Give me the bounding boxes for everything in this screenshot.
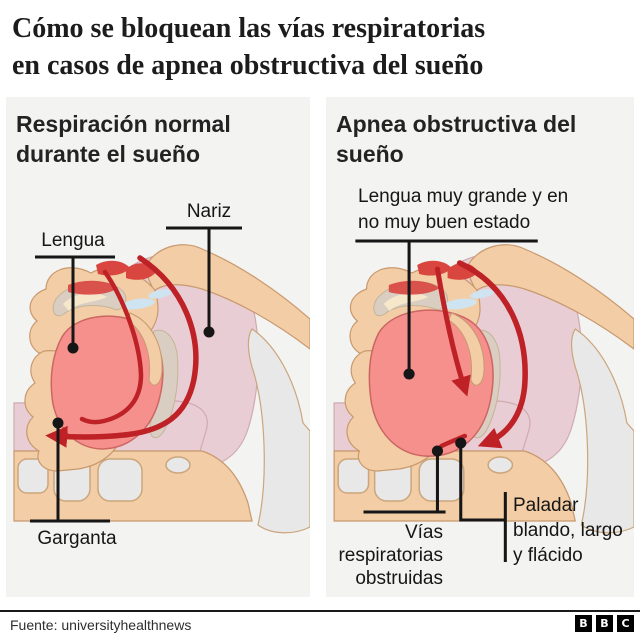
leader-garganta bbox=[30, 424, 110, 523]
bbc-logo-block-1: B bbox=[575, 615, 592, 632]
label-vias-obstruidas: Vías respiratorias obstruidas bbox=[326, 521, 443, 590]
marker-dots bbox=[403, 368, 467, 457]
blocked-outer-arrow bbox=[456, 260, 528, 449]
bbc-logo-block-3: C bbox=[617, 615, 634, 632]
panel-normal-heading: Respiración normal durante el sueño bbox=[16, 109, 231, 169]
label-lengua-grande-line1: Lengua muy grande y en bbox=[358, 186, 569, 207]
leader-vias bbox=[363, 452, 446, 514]
label-garganta: Garganta bbox=[37, 528, 117, 549]
label-vias-line3: obstruidas bbox=[355, 568, 443, 589]
airflow-main-arrow bbox=[45, 255, 199, 448]
bbc-logo: B B C bbox=[575, 615, 634, 632]
label-nariz: Nariz bbox=[186, 201, 232, 222]
lengua-grande-dot bbox=[403, 368, 415, 380]
leader-lines bbox=[30, 226, 242, 523]
label-paladar-line3: y flácido bbox=[513, 545, 583, 566]
leader-lengua-grande bbox=[355, 239, 538, 373]
apnea-head-illustration bbox=[333, 239, 634, 562]
label-paladar-line1: Paladar bbox=[513, 495, 579, 516]
garganta-dot bbox=[52, 417, 64, 429]
panel-normal-heading-line1: Respiración normal bbox=[16, 111, 231, 137]
blocked-inner-arrow bbox=[434, 266, 471, 397]
panel-apnea-heading-line2: sueño bbox=[336, 141, 404, 167]
page-title-line2: en casos de apnea obstructiva del sueño bbox=[12, 50, 484, 81]
soft-palate-flap bbox=[126, 312, 163, 386]
airflow-arrows bbox=[45, 255, 199, 448]
footer-divider bbox=[0, 610, 640, 612]
panel-normal-heading-line2: durante el sueño bbox=[16, 141, 201, 167]
nasal-bridge bbox=[465, 244, 634, 350]
paladar-dot bbox=[455, 437, 467, 449]
source-credit: Fuente: universityhealthnews bbox=[10, 617, 192, 633]
vias-dot bbox=[431, 445, 444, 457]
leader-lengua bbox=[35, 255, 115, 347]
leader-paladar bbox=[459, 444, 507, 562]
panel-apnea-heading: Apnea obstructiva del sueño bbox=[336, 109, 576, 169]
soft-palate-flap bbox=[447, 312, 485, 386]
nasal-bridge bbox=[143, 244, 310, 350]
label-lengua: Lengua bbox=[41, 230, 105, 251]
label-paladar: Paladar blando, largo y flácido bbox=[513, 493, 635, 568]
label-paladar-line2: blando, largo bbox=[513, 520, 623, 541]
panel-apnea-heading-line1: Apnea obstructiva del bbox=[336, 111, 577, 137]
bbc-logo-block-2: B bbox=[596, 615, 613, 632]
marker-dots bbox=[52, 326, 215, 429]
label-vias-line1: Vías bbox=[404, 522, 443, 543]
label-lengua-grande-line2: no muy buen estado bbox=[358, 212, 531, 233]
page-title: Cómo se bloquean las vías respiratorias … bbox=[12, 10, 632, 84]
label-lengua-grande: Lengua muy grande y en no muy buen estad… bbox=[358, 184, 598, 236]
label-vias-line2: respiratorias bbox=[338, 545, 443, 566]
panel-normal-breathing: Respiración normal durante el sueño Nari… bbox=[6, 97, 310, 597]
leader-nariz bbox=[166, 226, 242, 331]
airflow-inner-curve bbox=[79, 269, 144, 425]
lengua-dot bbox=[67, 342, 79, 354]
page-title-line1: Cómo se bloquean las vías respiratorias bbox=[12, 13, 486, 44]
normal-head-illustration bbox=[13, 226, 310, 534]
leader-lines bbox=[355, 239, 538, 562]
airflow-arrows-blocked bbox=[434, 260, 528, 449]
nariz-dot bbox=[203, 326, 215, 338]
panel-apnea: Apnea obstructiva del sueño Lengua muy g… bbox=[326, 97, 634, 597]
squeezed-airway-streak bbox=[439, 433, 468, 449]
